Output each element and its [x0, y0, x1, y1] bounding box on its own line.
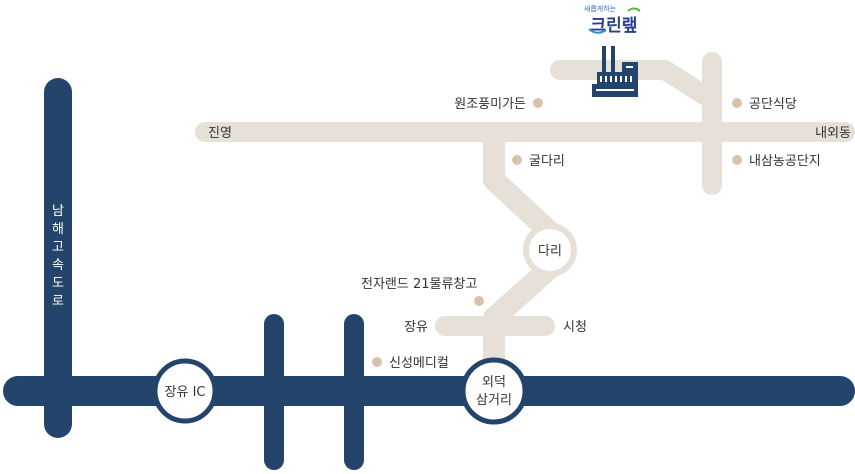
logo-tagline: 새롭게하는: [584, 4, 617, 13]
highway-label-char: 도: [52, 276, 64, 291]
highway-label-char: 고: [52, 240, 64, 255]
dot-electroland: [474, 296, 484, 306]
highway-label-char: 속: [52, 258, 64, 273]
dot-naesam: [732, 155, 742, 165]
place-naeoedong: 내외동: [815, 126, 851, 141]
junction-oedeok: 외덕 삼거리: [460, 357, 528, 425]
landmark-guldari: 굴다리: [529, 154, 565, 169]
highway-label-char: 해: [52, 222, 64, 237]
dot-sinseong: [372, 357, 382, 367]
landmark-electroland: 전자랜드 21물류창고: [361, 277, 477, 292]
oedeok-label-2: 삼거리: [476, 393, 512, 408]
place-jinyeong: 진영: [208, 126, 232, 141]
logo-kleanlap: 새롭게하는 크린랲: [584, 4, 641, 36]
landmark-dots: [372, 98, 742, 367]
landmark-wonjo: 원조풍미가든: [454, 97, 526, 112]
dot-guldari: [512, 155, 522, 165]
jangyu-ic-label: 장유 IC: [165, 385, 206, 400]
highway-label-char: 로: [52, 294, 64, 309]
landmark-sinseong: 신성메디컬: [389, 356, 449, 371]
place-jangyu: 장유: [404, 320, 428, 335]
dot-wonjo: [533, 98, 543, 108]
oedeok-label-1: 외덕: [482, 375, 506, 390]
junction-jangyu-ic: 장유 IC: [152, 358, 218, 424]
road-guldari: [483, 129, 561, 243]
road-factory: [550, 60, 722, 110]
highway-label-char: 남: [52, 204, 64, 219]
landmark-naesam: 내삼농공단지: [749, 154, 821, 169]
landmark-gongdan: 공단식당: [749, 97, 797, 112]
local-roads: [195, 52, 855, 402]
factory-icon: [592, 46, 638, 97]
place-sicheong: 시청: [563, 320, 587, 335]
junction-dari: 다리: [523, 223, 577, 277]
dari-label: 다리: [538, 244, 562, 259]
dot-gongdan: [732, 98, 742, 108]
